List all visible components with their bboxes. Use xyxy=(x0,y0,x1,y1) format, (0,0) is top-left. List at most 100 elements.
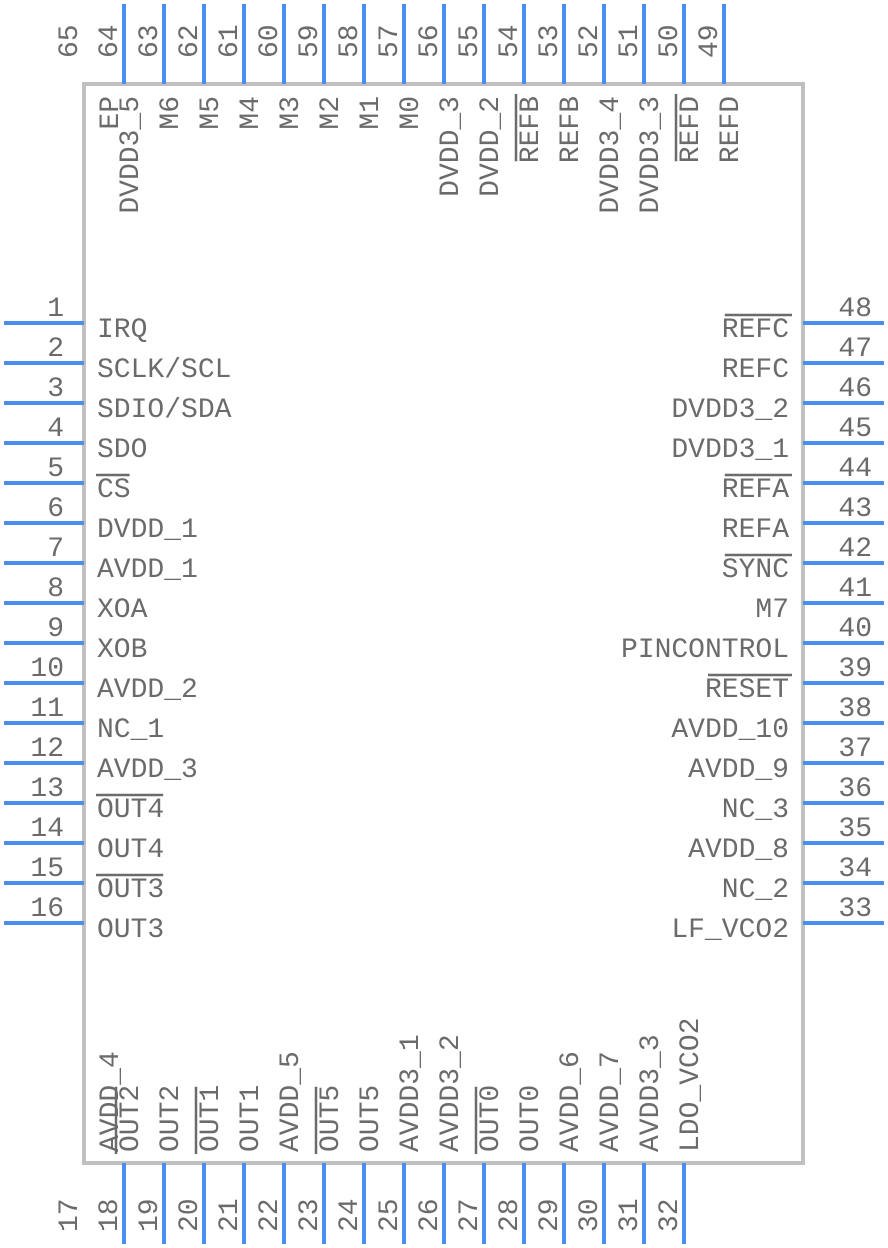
pin-number: 59 xyxy=(295,24,326,58)
pin-number: 34 xyxy=(838,854,872,885)
left-pin-group: 1IRQ2SCLK/SCL3SDIO/SDA4SDO5CS6DVDD_17AVD… xyxy=(4,294,232,946)
pin-name: M7 xyxy=(755,595,789,626)
pin-name: AVDD_4 xyxy=(96,1051,127,1152)
pin-name: DVDD_3 xyxy=(436,96,467,197)
pin-number: 41 xyxy=(838,574,872,605)
pin-number: 3 xyxy=(47,374,64,405)
pin-name: DVDD_1 xyxy=(97,515,198,546)
pin-name: OUT3 xyxy=(97,875,164,906)
pin-number: 55 xyxy=(455,24,486,58)
pin-number: 63 xyxy=(135,24,166,58)
pin-name: REFD xyxy=(676,96,707,163)
pin-number: 65 xyxy=(55,24,86,58)
pin-name: REFA xyxy=(722,515,789,546)
pin-number: 9 xyxy=(47,614,64,645)
pin-number: 32 xyxy=(655,1198,686,1232)
pin-name: REFA xyxy=(722,475,789,506)
pin-name: OUT2 xyxy=(156,1085,187,1152)
pin-number: 56 xyxy=(415,24,446,58)
pin-name: AVDD3_2 xyxy=(436,1034,467,1152)
pin-number: 57 xyxy=(375,24,406,58)
top-pin-group: 65EP64DVDD3_563M662M561M460M359M258M157M… xyxy=(55,4,747,214)
pin-number: 5 xyxy=(47,454,64,485)
pin-name: AVDD_3 xyxy=(97,755,198,786)
pin-name: CS xyxy=(97,475,131,506)
pin-number: 1 xyxy=(47,294,64,325)
pin-number: 8 xyxy=(47,574,64,605)
pin-name: SCLK/SCL xyxy=(97,355,231,386)
pin-number: 39 xyxy=(838,654,872,685)
pin-name: EP xyxy=(96,96,127,130)
pin-number: 11 xyxy=(30,694,64,725)
pin-number: 33 xyxy=(838,894,872,925)
pin-number: 37 xyxy=(838,734,872,765)
pin-name: DVDD_2 xyxy=(476,96,507,197)
pin-5[interactable]: 5CS xyxy=(4,454,131,506)
